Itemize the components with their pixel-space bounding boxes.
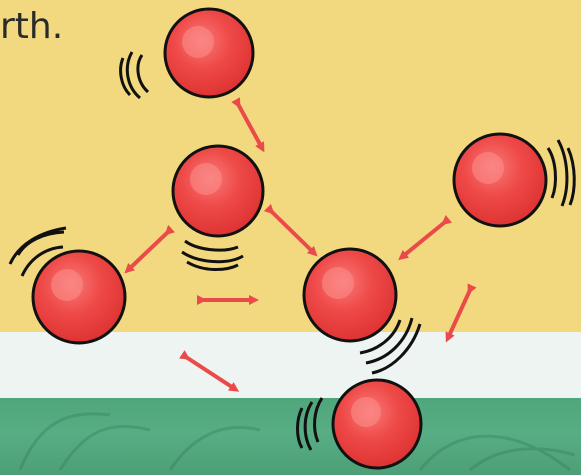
vibration-lines xyxy=(121,52,148,98)
particle xyxy=(10,228,125,343)
vibration-lines xyxy=(548,140,574,206)
arrow xyxy=(238,104,262,148)
arrow xyxy=(402,222,445,257)
arrow xyxy=(128,232,168,270)
particle xyxy=(454,134,574,226)
particle xyxy=(173,146,263,270)
vibration-lines xyxy=(298,398,323,450)
vibration-lines xyxy=(182,241,243,270)
arrow xyxy=(186,357,235,389)
arrow xyxy=(271,211,314,253)
arrow xyxy=(448,290,470,338)
particle xyxy=(298,380,422,468)
particle xyxy=(121,9,253,98)
particle xyxy=(304,249,420,373)
